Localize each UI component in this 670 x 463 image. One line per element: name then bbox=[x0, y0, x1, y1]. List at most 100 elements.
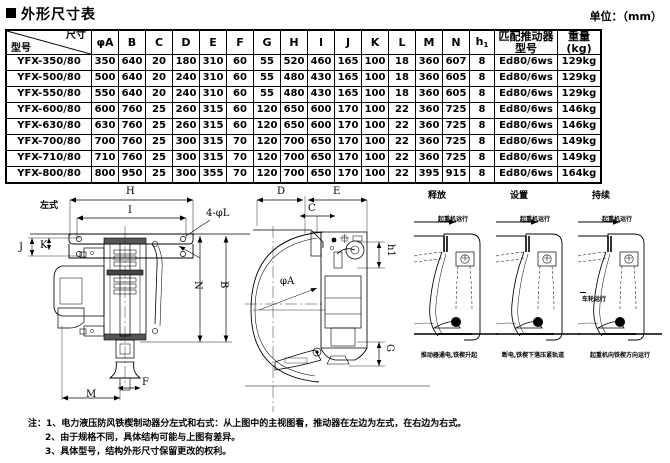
technical-drawing: 左式 H I J K 4-φL N B M F bbox=[0, 186, 670, 416]
cell-weight: 129kg bbox=[557, 86, 602, 104]
cell-F: 60 bbox=[226, 118, 254, 136]
column-header-N: N bbox=[442, 29, 470, 56]
cell-C: 25 bbox=[145, 166, 173, 184]
cell-B: 760 bbox=[118, 134, 146, 152]
dim-label-4phiL: 4-φL bbox=[206, 208, 230, 219]
cell-N: 605 bbox=[442, 86, 470, 104]
state-title-2: 设置 bbox=[510, 191, 529, 201]
cell-L: 22 bbox=[388, 150, 416, 168]
cell-D: 300 bbox=[172, 166, 200, 184]
cell-h1: 8 bbox=[469, 118, 495, 136]
cell-B: 640 bbox=[118, 54, 146, 72]
cell-phiA: 550 bbox=[91, 86, 119, 104]
cell-h1: 8 bbox=[469, 54, 495, 72]
dim-label-N: N bbox=[192, 281, 203, 290]
column-header-weight: 重量(kg) bbox=[557, 29, 602, 56]
column-header-F: F bbox=[226, 29, 254, 56]
cell-E: 310 bbox=[199, 86, 227, 104]
page-title-text: 外形尺寸表 bbox=[21, 7, 96, 23]
cell-K: 100 bbox=[361, 150, 389, 168]
state-diagram-1: 释放起重机运行 bbox=[412, 191, 498, 360]
dim-label-phiA: φA bbox=[280, 276, 295, 287]
cell-G: 120 bbox=[253, 102, 281, 120]
cell-N: 725 bbox=[442, 118, 470, 136]
cell-M: 360 bbox=[415, 150, 443, 168]
cell-B: 640 bbox=[118, 70, 146, 88]
cell-C: 25 bbox=[145, 150, 173, 168]
column-header-G: G bbox=[253, 29, 281, 56]
column-header-H: H bbox=[280, 29, 308, 56]
dim-label-C: C bbox=[308, 203, 316, 214]
corner-model-label: 型号 bbox=[11, 42, 31, 54]
cell-h1: 8 bbox=[469, 86, 495, 104]
cell-N: 607 bbox=[442, 54, 470, 72]
cell-I: 430 bbox=[307, 86, 335, 104]
cell-N: 725 bbox=[442, 102, 470, 120]
dim-label-I: I bbox=[128, 205, 132, 216]
column-header-B: B bbox=[118, 29, 146, 56]
cell-phiA: 500 bbox=[91, 70, 119, 88]
cell-K: 100 bbox=[361, 70, 389, 88]
dim-label-M: M bbox=[86, 389, 97, 400]
column-header-I: I bbox=[307, 29, 335, 56]
cell-F: 60 bbox=[226, 54, 254, 72]
dim-label-H: H bbox=[126, 186, 135, 197]
dim-label-K: K bbox=[40, 240, 48, 251]
cell-L: 22 bbox=[388, 134, 416, 152]
cell-pusher-model: Ed80/6ws bbox=[494, 150, 558, 168]
cell-B: 640 bbox=[118, 86, 146, 104]
dim-label-D: D bbox=[277, 186, 286, 197]
cell-I: 430 bbox=[307, 70, 335, 88]
cell-J: 170 bbox=[334, 134, 362, 152]
cell-L: 22 bbox=[388, 166, 416, 184]
cell-phiA: 800 bbox=[91, 166, 119, 184]
cell-I: 650 bbox=[307, 166, 335, 184]
cell-C: 20 bbox=[145, 54, 173, 72]
cell-weight: 146kg bbox=[557, 102, 602, 120]
cell-C: 20 bbox=[145, 70, 173, 88]
cell-H: 520 bbox=[280, 54, 308, 72]
cell-B: 760 bbox=[118, 118, 146, 136]
cell-D: 180 bbox=[172, 54, 200, 72]
cell-pusher-model: Ed80/6ws bbox=[494, 166, 558, 184]
cell-F: 70 bbox=[226, 150, 254, 168]
cell-M: 360 bbox=[415, 70, 443, 88]
cell-model: YFX-500/80 bbox=[5, 70, 92, 88]
cell-L: 18 bbox=[388, 54, 416, 72]
cell-L: 18 bbox=[388, 70, 416, 88]
column-header-J: J bbox=[334, 29, 362, 56]
state-drawing-3 bbox=[577, 219, 662, 341]
cell-pusher-model: Ed80/6ws bbox=[494, 86, 558, 104]
cell-L: 18 bbox=[388, 86, 416, 104]
cell-K: 100 bbox=[361, 54, 389, 72]
cell-H: 650 bbox=[280, 118, 308, 136]
cell-N: 915 bbox=[442, 166, 470, 184]
cell-I: 600 bbox=[307, 118, 335, 136]
cell-L: 22 bbox=[388, 102, 416, 120]
state-caption-1: 推动器通电,铁楔升起 bbox=[420, 352, 478, 359]
cell-I: 650 bbox=[307, 134, 335, 152]
cell-I: 460 bbox=[307, 54, 335, 72]
unit-label: 单位：（mm） bbox=[589, 10, 662, 23]
cell-H: 700 bbox=[280, 166, 308, 184]
cell-model: YFX-710/80 bbox=[5, 150, 92, 168]
cell-E: 315 bbox=[199, 102, 227, 120]
state-drawing-2 bbox=[495, 219, 580, 341]
note-line-2: 2、由于规格不同，具体结构可能与上图有差异。 bbox=[45, 433, 241, 443]
cell-M: 360 bbox=[415, 54, 443, 72]
cell-N: 725 bbox=[442, 134, 470, 152]
cell-D: 240 bbox=[172, 86, 200, 104]
cell-h1: 8 bbox=[469, 150, 495, 168]
cell-N: 605 bbox=[442, 70, 470, 88]
cell-model: YFX-600/80 bbox=[5, 102, 92, 120]
cell-model: YFX-550/80 bbox=[5, 86, 92, 104]
dim-label-E: E bbox=[333, 186, 341, 197]
cell-G: 120 bbox=[253, 166, 281, 184]
column-header-M: M bbox=[415, 29, 443, 56]
